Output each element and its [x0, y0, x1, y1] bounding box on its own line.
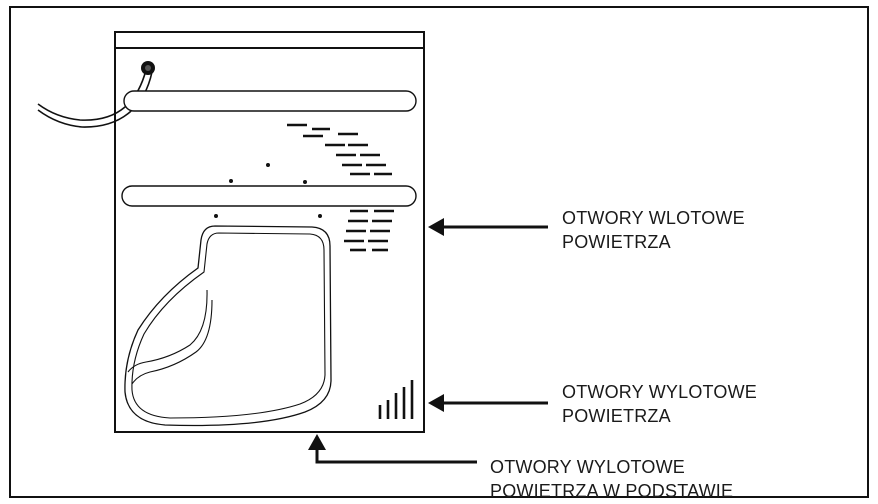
outlet-label-line1: OTWORY WYLOTOWE [562, 382, 758, 402]
inlet-arrow-icon [428, 218, 548, 236]
base-outlet-label-line2: POWIETRZA W PODSTAWIE [490, 481, 734, 501]
base-outlet-label-line1: OTWORY WYLOTOWE [490, 457, 686, 477]
boot-housing-fold [127, 289, 213, 385]
inlet-label: OTWORY WLOTOWE POWIETRZA [562, 206, 745, 254]
inlet-label-line2: POWIETRZA [562, 232, 671, 252]
base-outlet-arrow-icon [308, 434, 477, 464]
inlet-vent-slots [344, 209, 394, 252]
outlet-label-line2: POWIETRZA [562, 406, 671, 426]
outlet-arrow-icon [428, 394, 548, 412]
middle-rail [121, 185, 417, 207]
outlet-label: OTWORY WYLOTOWE POWIETRZA [562, 380, 757, 428]
base-outlet-label: OTWORY WYLOTOWE POWIETRZA W PODSTAWIE [490, 455, 733, 503]
screw-dots [214, 163, 322, 218]
boot-housing-inner [131, 232, 326, 419]
inlet-label-line1: OTWORY WLOTOWE [562, 208, 745, 228]
upper-rail [123, 90, 417, 112]
outlet-vent-bars [378, 380, 414, 419]
upper-vent-slots [287, 123, 392, 176]
